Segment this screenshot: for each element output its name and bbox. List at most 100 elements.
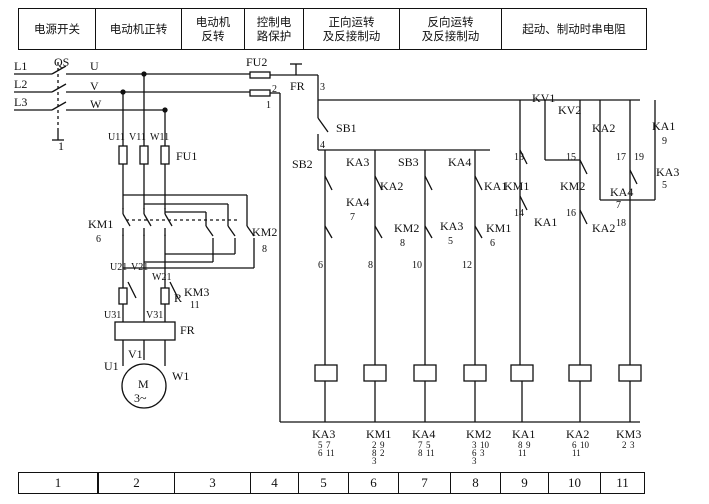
header-cell-power-switch: 电源开关 <box>18 8 96 50</box>
column-number-cell: 11 <box>600 472 645 494</box>
col12-ka3-label: KA3 <box>656 165 679 179</box>
fu1-label: FU1 <box>176 149 197 163</box>
col9-n1: 13 <box>514 152 524 163</box>
coil-ref-km1: 3 <box>372 456 377 466</box>
col10-n1: 15 <box>566 152 576 163</box>
col12-n1: 19 <box>634 152 644 163</box>
coil-ref-ka2: 6 <box>572 440 577 450</box>
ground-mark: 1 <box>58 139 64 153</box>
motor-v1-label: V1 <box>128 347 143 361</box>
coil-ref-ka3: 6 <box>318 448 323 458</box>
coil-label-km2: KM2 <box>466 427 491 441</box>
coil-ref-km1: 8 <box>372 448 377 458</box>
km3-label: KM3 <box>184 285 209 299</box>
header-cell-resistor: 起动、制动时串电阻 <box>501 8 647 50</box>
phase-v-label: V <box>90 79 99 93</box>
coil-ref-ka3: 11 <box>326 448 335 458</box>
column-number-cell: 2 <box>98 472 175 494</box>
coil-ref-ka4: 8 <box>418 448 423 458</box>
fr-wire-3: 3 <box>320 82 325 93</box>
coil-ref-km1: 2 <box>380 448 385 458</box>
header-label: 起动、制动时串电阻 <box>522 22 626 36</box>
coil-ref-ka3: 5 <box>318 440 323 450</box>
column-number-cell: 1 <box>18 472 98 494</box>
col6-a-label: KA2 <box>380 179 403 193</box>
coil-label-ka4: KA4 <box>412 427 435 441</box>
header-cell-motor-reverse: 电动机 反转 <box>181 8 245 50</box>
fu2-wire-2: 2 <box>272 84 277 95</box>
sb2-label: SB2 <box>292 157 313 171</box>
col7-ka3-ref: 5 <box>448 236 453 247</box>
col7-a-label: KA4 <box>448 155 471 169</box>
motor-w1-label: W1 <box>172 369 189 383</box>
kv1-label: KV1 <box>532 91 555 105</box>
header-label: 正向运转 及反接制动 <box>322 15 381 43</box>
phase-v21-label: V21 <box>131 262 148 273</box>
coil-ref-ka4: 7 <box>418 440 423 450</box>
coil-ref-ka4: 11 <box>426 448 435 458</box>
line-label-l3: L3 <box>14 95 27 109</box>
header-label: 反向运转 及反接制动 <box>421 15 480 43</box>
fu2-wire-1: 1 <box>266 100 271 111</box>
coil-ref-km2: 6 <box>472 448 477 458</box>
col11-ka4-label: KA4 <box>610 185 633 199</box>
column-number-cell: 10 <box>548 472 601 494</box>
sb3-label: SB3 <box>398 155 419 169</box>
header-label: 电动机正转 <box>109 22 168 36</box>
col11-ka4-ref: 7 <box>616 200 621 211</box>
column-number-cell: 8 <box>450 472 501 494</box>
coil-label-ka2: KA2 <box>566 427 589 441</box>
column-number-cell: 3 <box>174 472 251 494</box>
col6-wire: 8 <box>368 260 373 271</box>
coil-label-ka1: KA1 <box>512 427 535 441</box>
header-cell-motor-forward: 电动机正转 <box>95 8 182 50</box>
power-circuit <box>14 62 270 409</box>
fr-main-label: FR <box>180 323 195 337</box>
resistor-label: R <box>174 291 182 305</box>
coil-ref-ka1: 9 <box>526 440 531 450</box>
header-cell-forward-braking: 正向运转 及反接制动 <box>303 8 400 50</box>
km2-ref: 8 <box>262 244 267 255</box>
phase-w21-label: W21 <box>152 272 171 283</box>
coil-ref-km2: 10 <box>480 440 490 450</box>
motor-label: M <box>138 377 149 391</box>
km1-label: KM1 <box>88 217 113 231</box>
column-number-cell: 7 <box>398 472 451 494</box>
col6-km2-ref: 8 <box>400 238 405 249</box>
coil-ref-km2: 3 <box>472 456 477 466</box>
qs-label: QS <box>54 55 69 69</box>
col5-ka4-label: KA4 <box>346 195 369 209</box>
col12-ka1-ref: 9 <box>662 136 667 147</box>
column-number-cell: 6 <box>348 472 399 494</box>
phase-u11-label: U11 <box>108 132 125 143</box>
coil-ref-km2: 3 <box>480 448 485 458</box>
km3-ref: 11 <box>190 300 200 311</box>
coil-ref-ka1: 11 <box>518 448 527 458</box>
col8-km1-label: KM1 <box>486 221 511 235</box>
coil-ref-ka2: 10 <box>580 440 590 450</box>
col5-a-label: KA3 <box>346 155 369 169</box>
col12-ka1-label: KA1 <box>652 119 675 133</box>
km2-label: KM2 <box>252 225 277 239</box>
node-4: 4 <box>320 140 325 151</box>
labels: L1 L2 L3 QS U V W 1 U11 V11 W11 FU1 KM1 … <box>14 55 679 441</box>
fu2-label: FU2 <box>246 55 267 69</box>
column-number-cell: 5 <box>298 472 349 494</box>
km1-ref: 6 <box>96 234 101 245</box>
motor-u1-label: U1 <box>104 359 119 373</box>
phase-v11-label: V11 <box>129 132 146 143</box>
line-label-l1: L1 <box>14 59 27 73</box>
coil-ref-km3: 2 <box>622 440 627 450</box>
col8-km1-ref: 6 <box>490 238 495 249</box>
column-number-cell: 9 <box>500 472 549 494</box>
col5-ka4-ref: 7 <box>350 212 355 223</box>
motor-type: 3~ <box>134 391 147 405</box>
header-label: 电源开关 <box>34 22 80 36</box>
coil-ref-ka4: 5 <box>426 440 431 450</box>
coil-label-ka3: KA3 <box>312 427 335 441</box>
coil-ref-ka1: 8 <box>518 440 523 450</box>
col6-km2-label: KM2 <box>394 221 419 235</box>
line-label-l2: L2 <box>14 77 27 91</box>
